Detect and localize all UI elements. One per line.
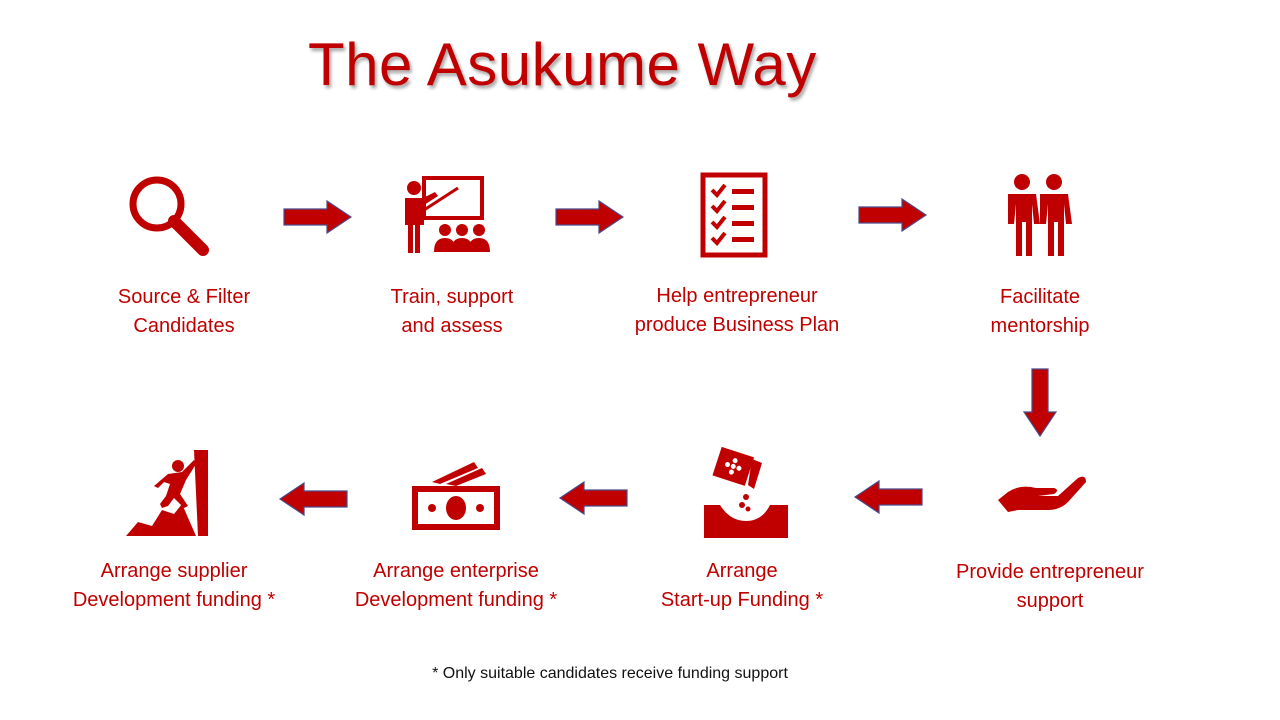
helping-hand-icon — [996, 470, 1088, 516]
money-cash-icon — [410, 460, 502, 532]
flow-arrow-right — [283, 199, 353, 235]
footnote: * Only suitable candidates receive fundi… — [432, 665, 788, 682]
two-people-mentorship-icon — [1000, 172, 1076, 258]
magnifying-glass-icon — [125, 172, 215, 262]
flow-arrow-right — [555, 199, 625, 235]
flow-arrow-right — [858, 197, 928, 233]
flow-arrow-left — [278, 481, 348, 517]
page-title: The Asukume Way — [308, 31, 817, 98]
climber-icon — [124, 448, 212, 538]
flow-arrow-left — [853, 479, 923, 515]
presentation-training-icon — [402, 174, 494, 256]
checklist-icon — [700, 172, 768, 258]
planting-seeds-icon — [702, 445, 790, 541]
flow-arrow-left — [558, 480, 628, 516]
flow-arrow-down — [1022, 368, 1058, 438]
